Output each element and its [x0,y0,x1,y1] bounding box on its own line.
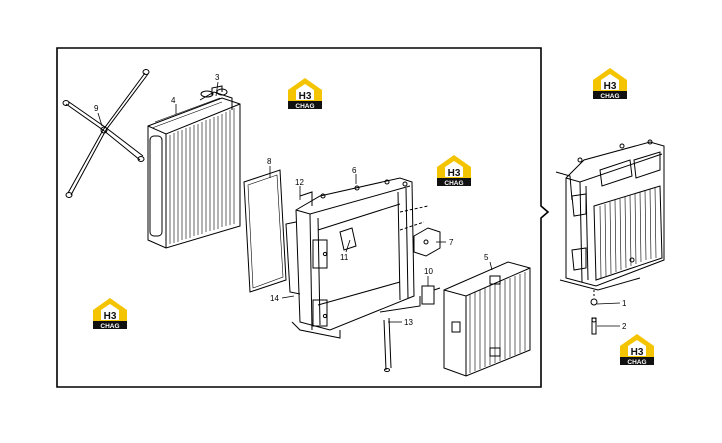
callout-4: 4 [171,96,176,105]
svg-text:H3: H3 [299,91,312,102]
callout-numbers: 1 2 3 4 5 6 7 8 9 10 11 12 13 14 [94,73,627,331]
diagram-frame [56,47,550,388]
callout-10: 10 [424,267,433,276]
callout-8: 8 [267,157,272,166]
svg-text:CHAG: CHAG [295,103,314,110]
callout-7: 7 [449,238,454,247]
radiator-assembly [147,85,241,249]
callout-6: 6 [352,166,357,175]
bracket-7 [413,227,441,257]
oil-cooler [443,261,531,377]
callout-9: 9 [94,104,99,113]
callout-11: 11 [340,253,349,262]
clip-10 [421,285,441,305]
leader-lines [97,81,621,327]
svg-text:H3: H3 [448,168,461,179]
screen-panel [243,169,287,293]
callout-3: 3 [215,73,220,82]
callout-1: 1 [622,299,627,308]
rod-13 [383,317,392,372]
callout-13: 13 [404,318,413,327]
svg-text:CHAG: CHAG [100,323,119,330]
main-frame [285,177,429,339]
callout-5: 5 [484,253,489,262]
callout-2: 2 [622,322,627,331]
svg-text:CHAG: CHAG [600,93,619,100]
svg-text:H3: H3 [631,347,644,358]
svg-text:CHAG: CHAG [444,180,463,187]
assembled-view [555,139,665,335]
svg-text:H3: H3 [604,81,617,92]
svg-text:H3: H3 [104,311,117,322]
callout-12: 12 [295,178,304,187]
brace-rods [62,69,150,198]
svg-text:CHAG: CHAG [627,359,646,366]
callout-14: 14 [270,294,279,303]
